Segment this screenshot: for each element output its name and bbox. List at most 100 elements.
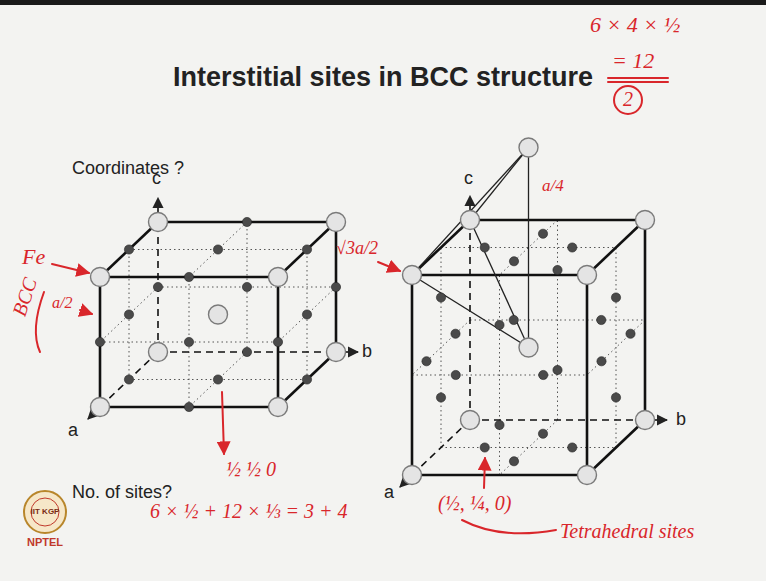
- face-grid-line: [500, 420, 558, 475]
- face-grid-line: [100, 287, 158, 342]
- interstitial-site: [124, 375, 133, 384]
- annotation: 6 × 4 × ½: [590, 12, 680, 37]
- face-grid-line: [616, 248, 617, 448]
- tetrahedron-line: [528, 148, 529, 348]
- interstitial-site: [538, 229, 547, 238]
- interstitial-site: [626, 329, 635, 338]
- interstitial-site: [597, 357, 606, 366]
- interstitial-site: [597, 315, 606, 324]
- annotation: = 12: [612, 48, 654, 73]
- iron-atom: [91, 398, 110, 417]
- interstitial-site: [495, 420, 504, 429]
- annotation: (½, ¼, 0): [438, 492, 511, 515]
- pointer-arrow: [52, 264, 89, 273]
- annotation: a/2: [52, 294, 72, 312]
- frame-bar: [0, 0, 766, 5]
- cube-edge: [100, 222, 158, 277]
- face-grid-line: [470, 320, 645, 321]
- interstitial-site: [302, 375, 311, 384]
- question-text: No. of sites?: [72, 482, 172, 503]
- annotation: 6 × ½ + 12 × ⅓ = 3 + 4: [150, 500, 347, 523]
- annotation: Tetrahedral sites: [560, 520, 694, 543]
- tetrahedron-line: [470, 220, 529, 348]
- iron-atom: [91, 268, 110, 287]
- nptel-logo: [24, 491, 66, 533]
- face-grid-line: [189, 222, 247, 277]
- face-grid-line: [441, 447, 616, 448]
- circle-stroke: [614, 86, 642, 114]
- interstitial-site: [480, 243, 489, 252]
- interstitial-site: [184, 337, 193, 346]
- axis-label: b: [676, 409, 686, 430]
- cube-edge: [586, 275, 589, 475]
- cube-edge: [411, 275, 414, 475]
- cube-edge: [412, 274, 587, 277]
- annotation: Fe: [22, 244, 45, 269]
- interstitial-site: [422, 357, 431, 366]
- annotation: BCC: [8, 275, 42, 319]
- interstitial-site: [436, 293, 445, 302]
- pointer-arrow: [484, 458, 485, 488]
- underline-stroke: [608, 77, 668, 79]
- interstitial-site: [539, 370, 548, 379]
- interstitial-site: [568, 243, 577, 252]
- hidden-edge: [100, 352, 158, 407]
- face-grid-line: [499, 275, 500, 475]
- interstitial-site: [153, 282, 162, 291]
- question-text: Coordinates ?: [72, 158, 184, 179]
- iron-atom: [578, 266, 597, 285]
- pointer-arrow: [80, 310, 92, 314]
- face-grid-line: [441, 248, 442, 448]
- interstitial-site: [568, 443, 577, 452]
- interstitial-site: [611, 393, 620, 402]
- hidden-edge: [412, 420, 470, 475]
- axis-label: c: [464, 168, 473, 189]
- face-grid-line: [412, 320, 470, 375]
- iron-atom: [519, 138, 538, 157]
- iron-atom: [149, 343, 168, 362]
- slide-title: Interstitial sites in BCC structure: [173, 62, 593, 93]
- underline-stroke: [36, 292, 44, 352]
- interstitial-site: [451, 370, 460, 379]
- bcc-unit-cell: [88, 198, 358, 419]
- axis-label: a: [384, 482, 394, 503]
- interstitial-site: [124, 245, 133, 254]
- cube-edge: [587, 420, 645, 475]
- face-grid-line: [412, 375, 587, 376]
- interstitial-site: [302, 310, 311, 319]
- tetrahedron-line: [412, 148, 529, 276]
- axis-label: b: [362, 341, 372, 362]
- iron-atom: [149, 213, 168, 232]
- iron-atom: [519, 338, 538, 357]
- logo-core: [31, 498, 59, 526]
- interstitial-site: [538, 429, 547, 438]
- interstitial-site: [242, 347, 251, 356]
- interstitial-site: [184, 402, 193, 411]
- iron-atom: [578, 466, 597, 485]
- interstitial-site: [302, 245, 311, 254]
- interstitial-site: [553, 365, 562, 374]
- interstitial-site: [553, 265, 562, 274]
- interstitial-site: [242, 282, 251, 291]
- interstitial-site: [611, 293, 620, 302]
- interstitial-site: [331, 282, 340, 291]
- face-grid-line: [189, 352, 247, 407]
- iron-atom: [403, 266, 422, 285]
- interstitial-site: [509, 315, 518, 324]
- axis-label: a: [68, 420, 78, 441]
- cube-edge: [278, 222, 336, 277]
- annotation: a/4: [542, 176, 564, 196]
- interstitial-site: [213, 245, 222, 254]
- underline-stroke: [608, 81, 668, 83]
- cube-edge: [644, 220, 647, 420]
- hidden-edge: [470, 419, 645, 421]
- cube-edge: [412, 220, 470, 275]
- hidden-edge: [469, 220, 471, 420]
- axis-label: c: [152, 168, 161, 189]
- interstitial-site: [509, 457, 518, 466]
- iron-atom: [209, 305, 228, 324]
- interstitial-site: [509, 257, 518, 266]
- cube-edge: [587, 220, 645, 275]
